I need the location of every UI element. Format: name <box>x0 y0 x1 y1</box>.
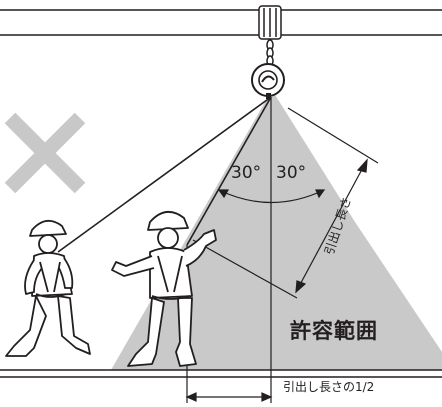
ng-cross-icon <box>4 112 86 194</box>
worker-left <box>5 220 91 357</box>
angle-right-label: 30° <box>276 163 307 183</box>
floor <box>0 369 442 378</box>
chain <box>266 39 274 67</box>
overhead-beam <box>0 9 442 36</box>
worker-right <box>111 211 217 367</box>
beam-clamp <box>258 5 282 40</box>
retractable-device <box>251 63 285 99</box>
half-length-label: 引出し長さの1/2 <box>283 380 375 394</box>
pull-length-dimension <box>192 107 379 299</box>
allowed-range-cone <box>111 90 442 370</box>
allowed-range-label: 許容範囲 <box>290 319 378 343</box>
angle-left-label: 30° <box>231 163 262 183</box>
lanyard-lines <box>57 96 272 253</box>
angle-arcs <box>217 189 326 203</box>
